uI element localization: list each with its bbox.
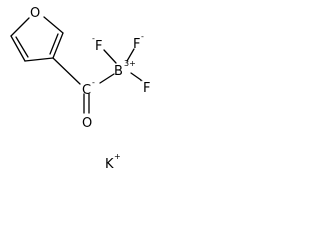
furan-ring xyxy=(10,16,64,62)
bond-c3-c4 xyxy=(24,57,54,62)
fluorine-left-charge: - xyxy=(92,34,95,43)
boron-charge: 3+ xyxy=(124,59,136,68)
bond-boron-f-left xyxy=(103,49,117,64)
fluorine-bottom-charge: - xyxy=(140,76,143,85)
bond-boron-f-right xyxy=(126,48,135,62)
fluorine-left-label: F xyxy=(95,39,102,54)
carbonyl-oxygen-label: O xyxy=(82,116,92,131)
bond-boron-f-bottom xyxy=(130,72,142,81)
bond-c2-c3 xyxy=(10,35,26,62)
chemical-structure: O F - F - B 3+ F - C - O K + xyxy=(10,6,150,172)
potassium-charge: + xyxy=(114,152,121,161)
potassium-label: K xyxy=(105,157,114,172)
bond-o1-c2 xyxy=(10,17,30,37)
boron-label: B xyxy=(114,64,123,79)
bond-c4-c5 xyxy=(52,32,64,59)
side-chain xyxy=(52,48,142,114)
ring-oxygen-label: O xyxy=(30,6,40,21)
fluorine-right-charge: - xyxy=(141,32,144,41)
carbanion-label: C xyxy=(82,83,91,98)
carbanion-charge: - xyxy=(92,78,95,87)
fluorine-right-label: F xyxy=(133,37,140,52)
fluorine-bottom-label: F xyxy=(143,81,150,96)
bond-ring-carbanion xyxy=(52,57,81,85)
bond-c2-c3-inner xyxy=(15,36,29,58)
bond-c5-o1 xyxy=(43,16,64,34)
bond-c4-c5-inner xyxy=(49,33,59,55)
bond-carbanion-boron xyxy=(99,73,115,84)
